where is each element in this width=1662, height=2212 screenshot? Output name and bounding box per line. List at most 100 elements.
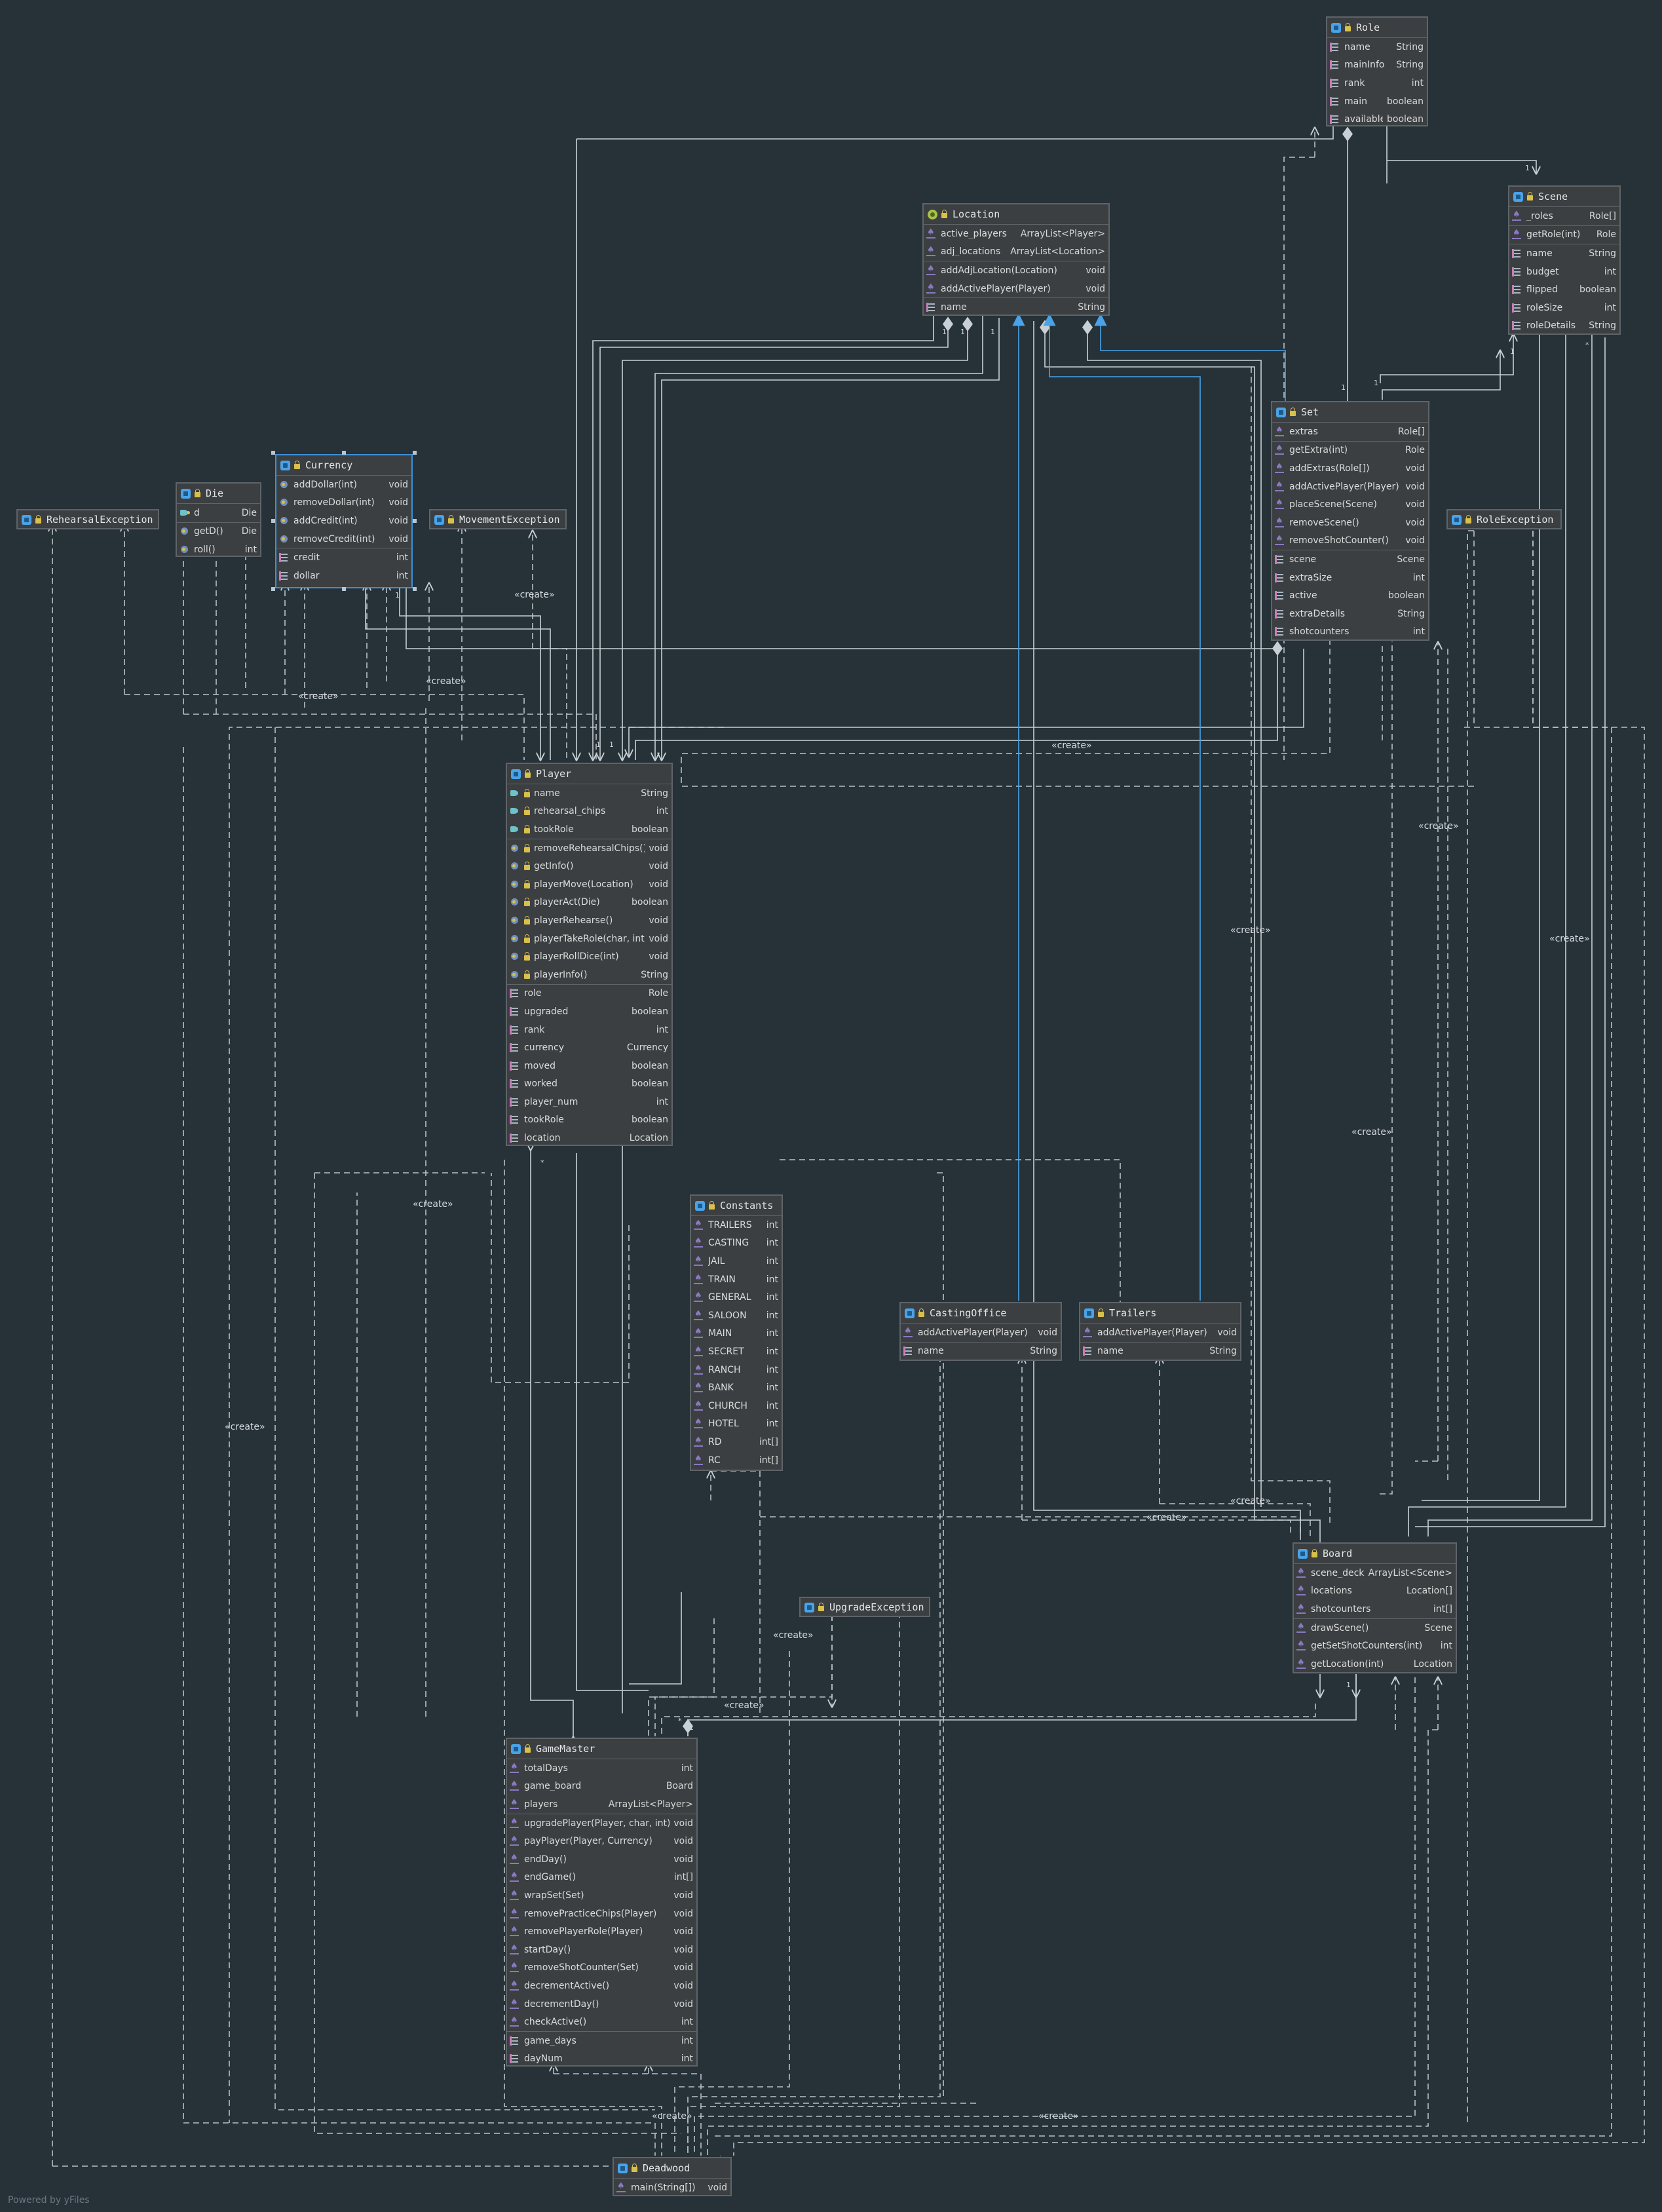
- property-icon: [510, 1061, 520, 1071]
- class-upgrade-exception[interactable]: UpgradeException: [799, 1597, 930, 1617]
- lock-icon: [1312, 1549, 1317, 1557]
- lock-icon: [525, 769, 531, 778]
- method-icon: [510, 951, 520, 962]
- method-icon: [1275, 444, 1285, 455]
- lock-icon: [448, 515, 454, 524]
- property-icon: [1275, 626, 1285, 637]
- selection-handle[interactable]: [413, 587, 417, 591]
- class-header: Board: [1294, 1544, 1456, 1564]
- property-icon: [510, 1097, 520, 1107]
- inheritance-edges: [1012, 313, 1286, 1301]
- field-icon: [510, 1799, 520, 1810]
- field-icon: [694, 1255, 704, 1267]
- class-header: Player: [507, 764, 671, 784]
- field-icon: [694, 1400, 704, 1411]
- field-icon: [179, 508, 190, 518]
- class-location[interactable]: Location active_playersArrayList<Player>…: [922, 203, 1110, 316]
- class-movement-exception[interactable]: MovementException: [429, 509, 567, 529]
- lock-icon: [524, 862, 530, 871]
- class-currency[interactable]: Currency addDollar(int)void removeDollar…: [275, 454, 413, 588]
- lock-icon: [818, 1603, 824, 1611]
- class-icon: [695, 1200, 705, 1211]
- class-rehearsal-exception[interactable]: RehearsalException: [16, 509, 159, 529]
- class-icon: [181, 488, 191, 499]
- class-title: RoleException: [1477, 513, 1554, 525]
- create-label: «create»: [1549, 934, 1590, 944]
- lock-icon: [524, 879, 530, 888]
- class-title: Set: [1301, 406, 1319, 418]
- class-header: Trailers: [1080, 1303, 1240, 1324]
- multiplicity-label: 1: [1510, 347, 1515, 356]
- create-label: «create»: [1351, 1127, 1392, 1137]
- selection-handle[interactable]: [271, 587, 275, 591]
- lock-icon: [1345, 23, 1351, 31]
- method-row: playerTakeRole(char, int)void: [507, 930, 671, 948]
- method-row: playerMove(Location)void: [507, 875, 671, 894]
- create-label: «create»: [1146, 1512, 1187, 1523]
- class-header: MovementException: [430, 510, 565, 529]
- field-icon: [510, 824, 520, 835]
- selection-handle[interactable]: [342, 451, 346, 455]
- property-icon: [510, 1006, 520, 1017]
- field-icon: [694, 1274, 704, 1285]
- create-label: «create»: [773, 1630, 814, 1641]
- create-label: «create»: [652, 2111, 692, 2122]
- class-header: Location: [924, 204, 1108, 225]
- selection-handle[interactable]: [271, 451, 275, 455]
- class-title: Role: [1356, 21, 1380, 33]
- multiplicity-label: 1: [596, 740, 601, 749]
- method-icon: [1296, 1622, 1307, 1633]
- property-icon: [510, 2036, 520, 2046]
- class-title: Scene: [1538, 190, 1568, 202]
- create-label: «create»: [1051, 740, 1092, 751]
- selection-handle[interactable]: [413, 451, 417, 455]
- selection-handle[interactable]: [413, 519, 417, 523]
- method-row: addActivePlayer(Player)void: [924, 280, 1108, 298]
- class-role-exception[interactable]: RoleException: [1446, 509, 1562, 529]
- property-icon: [279, 552, 290, 563]
- class-deadwood[interactable]: Deadwood main(String[])void: [613, 2157, 732, 2196]
- selection-handle[interactable]: [342, 587, 346, 591]
- class-trailers[interactable]: Trailers addActivePlayer(Player)void nam…: [1079, 1302, 1241, 1361]
- method-icon: [510, 1818, 520, 1829]
- field-icon: [694, 1237, 704, 1248]
- property-icon: [1330, 96, 1340, 107]
- class-casting-office[interactable]: CastingOffice addActivePlayer(Player)voi…: [899, 1302, 1062, 1361]
- class-icon: [618, 2163, 628, 2173]
- method-row: endGame()int[]: [507, 1869, 696, 1887]
- method-row: addAdjLocation(Location)void: [924, 261, 1108, 280]
- method-icon: [1275, 499, 1285, 510]
- multiplicity-label: 1: [395, 591, 400, 600]
- class-header: RoleException: [1448, 510, 1560, 529]
- method-icon: [1512, 229, 1522, 240]
- property-icon: [1330, 60, 1340, 70]
- method-icon: [616, 2182, 627, 2193]
- selection-handle[interactable]: [271, 519, 275, 523]
- class-title: MovementException: [459, 513, 560, 525]
- property-icon: [510, 1025, 520, 1035]
- property-icon: [1083, 1346, 1093, 1356]
- method-row: checkActive()int: [507, 2013, 696, 2031]
